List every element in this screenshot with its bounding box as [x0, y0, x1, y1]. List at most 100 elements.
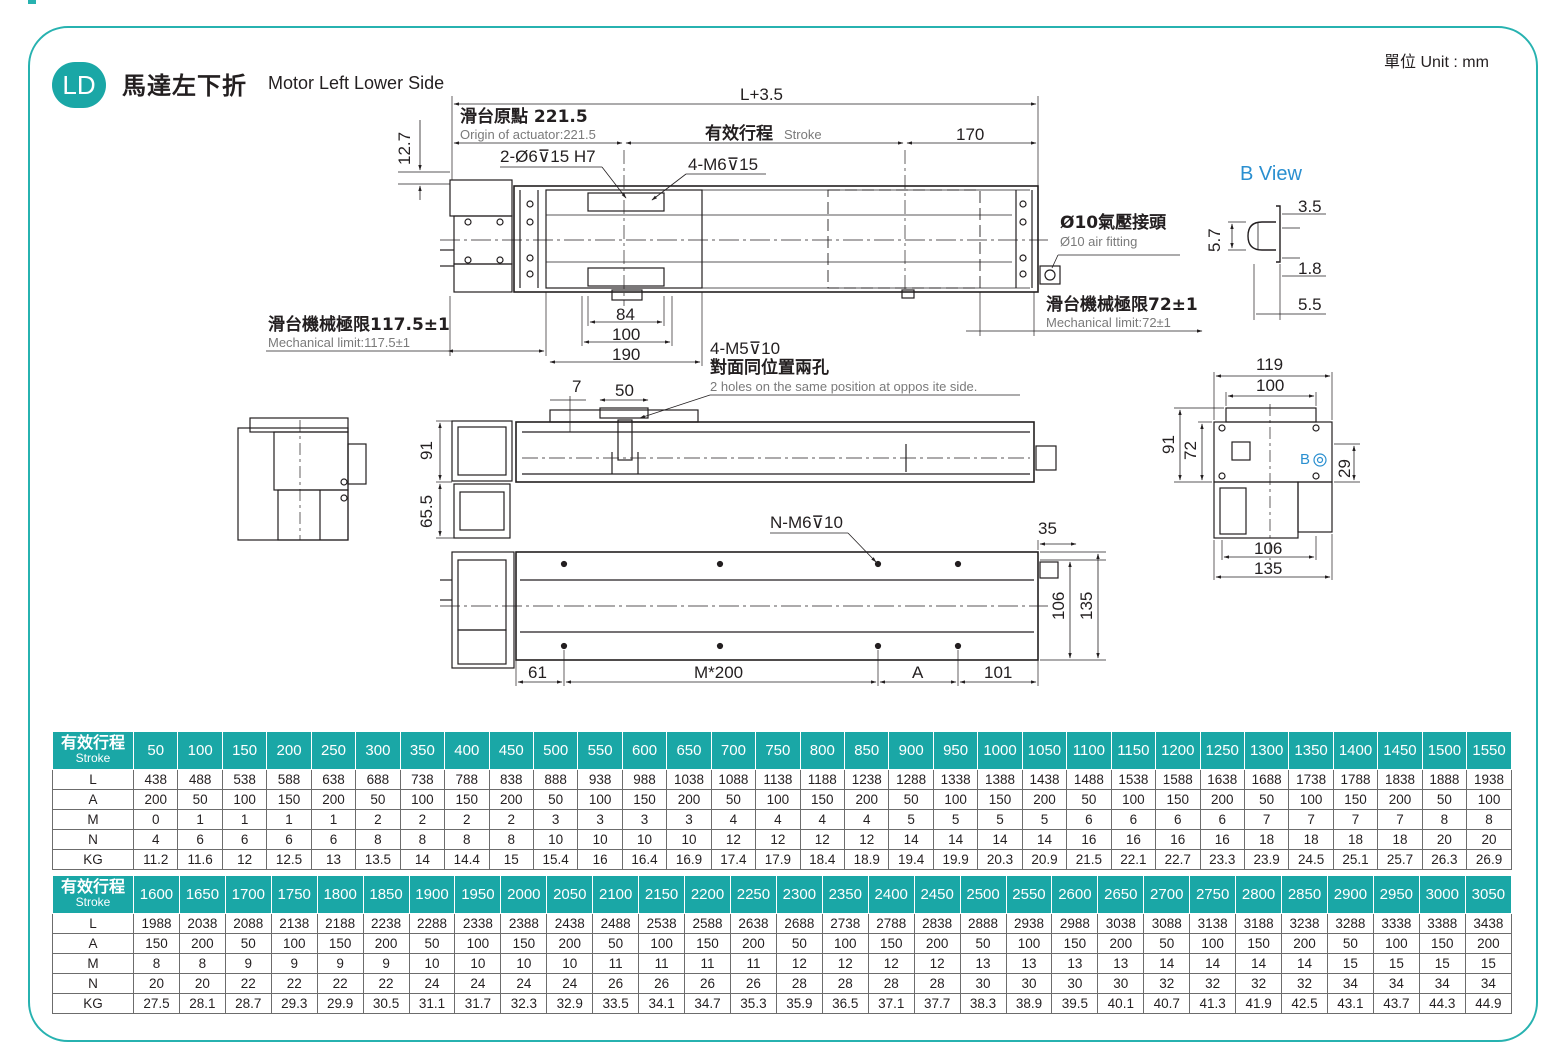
table-cell: 8 — [355, 829, 401, 850]
table-cell: 1 — [310, 809, 357, 830]
table-cell: 7 — [1288, 809, 1334, 830]
table-cell: 50 — [408, 933, 456, 954]
table-cell: 150 — [1332, 789, 1379, 810]
table-cell: 41.3 — [1189, 993, 1237, 1014]
table-cell: 13 — [310, 849, 357, 870]
fitting-label-en: Ø10 air fitting — [1060, 234, 1137, 249]
mech117-label-zh: 滑台機械極限117.5±1 — [268, 314, 450, 335]
table-cell: 2388 — [500, 913, 548, 934]
stroke-value-cell: 850 — [843, 732, 890, 770]
table-cell: 43.1 — [1326, 993, 1374, 1014]
table-cell: 200 — [1097, 933, 1145, 954]
table-cell: 2838 — [913, 913, 961, 934]
table-cell: 34.7 — [684, 993, 731, 1014]
row-label: A — [52, 789, 134, 810]
stroke-value-cell: 750 — [755, 732, 801, 770]
table-cell: 18.4 — [799, 849, 846, 870]
table-cell: 28 — [821, 973, 869, 994]
stroke-value-cell: 2400 — [867, 876, 915, 914]
row-label: N — [52, 829, 134, 850]
table-cell: 14 — [1189, 953, 1237, 974]
dim-100: 100 — [612, 325, 640, 344]
table-cell: 888 — [532, 769, 579, 790]
table-cell: 1438 — [1021, 769, 1068, 790]
table-cell: 24 — [454, 973, 502, 994]
table-cell: 150 — [867, 933, 915, 954]
stroke-value-cell: 700 — [710, 732, 757, 770]
table-cell: 10 — [577, 829, 623, 850]
stroke-value-cell: 600 — [621, 732, 668, 770]
table-cell: 2988 — [1051, 913, 1099, 934]
row-label: KG — [52, 993, 134, 1014]
stroke-label-en: Stroke — [75, 894, 111, 909]
table-cell: 3 — [577, 809, 623, 830]
table-cell: 8 — [1421, 809, 1468, 830]
end-view-housing — [237, 427, 349, 541]
table-cell: 37.7 — [913, 993, 961, 1014]
stroke-value-cell: 100 — [177, 732, 223, 770]
dim-35: 35 — [1038, 519, 1057, 538]
table-cell: 838 — [488, 769, 534, 790]
table-cell: 1988 — [133, 913, 180, 934]
table-cell: 12 — [221, 849, 268, 870]
table-cell: 200 — [1199, 789, 1245, 810]
stroke-value-cell: 1600 — [133, 876, 180, 914]
stroke-value-cell: 2150 — [638, 876, 686, 914]
table-cell: 4 — [710, 809, 757, 830]
stroke-label-en: Stroke — [75, 750, 111, 765]
table-cell: 50 — [355, 789, 401, 810]
table-cell: 18 — [1243, 829, 1290, 850]
table-cell: 34 — [1464, 973, 1513, 994]
stroke-end-outline — [827, 189, 981, 289]
content-frame — [28, 26, 1538, 1042]
stroke-value-cell: 2300 — [775, 876, 823, 914]
table-cell: 11 — [638, 953, 686, 974]
stroke-value-cell: 1450 — [1377, 732, 1423, 770]
stroke-value-cell: 1300 — [1243, 732, 1290, 770]
table-cell: 12 — [775, 953, 823, 974]
table-cell: 22 — [224, 973, 272, 994]
table-cell: 44.3 — [1418, 993, 1466, 1014]
table-cell: 16.4 — [621, 849, 668, 870]
table-cell: 22 — [270, 973, 318, 994]
table-cell: 21.5 — [1066, 849, 1112, 870]
table-cell: 200 — [1464, 933, 1513, 954]
stroke-value-cell: 2050 — [546, 876, 594, 914]
table-cell: 1188 — [799, 769, 846, 790]
stroke-value-cell: 400 — [444, 732, 490, 770]
table-cell: 32 — [1235, 973, 1283, 994]
table-cell: 30 — [1097, 973, 1145, 994]
stroke-value-cell: 1550 — [1466, 732, 1512, 770]
table-cell: 1 — [266, 809, 312, 830]
table-cell: 100 — [221, 789, 268, 810]
stroke-value-cell: 1000 — [977, 732, 1023, 770]
table-cell: 2438 — [546, 913, 594, 934]
dim-m200: M*200 — [694, 663, 743, 682]
stroke-value-cell: 2100 — [592, 876, 640, 914]
unit-label: 單位 Unit : mm — [1384, 54, 1489, 71]
table-cell: 4 — [755, 809, 801, 830]
stroke-value-cell: 800 — [799, 732, 846, 770]
table-cell: 150 — [316, 933, 364, 954]
table-cell: 150 — [500, 933, 548, 954]
table-cell: 28 — [775, 973, 823, 994]
dim-190: 190 — [612, 345, 640, 364]
table-cell: 13 — [1005, 953, 1053, 974]
table-cell: 26 — [684, 973, 731, 994]
table-cell: 13.5 — [355, 849, 401, 870]
table-cell: 14.4 — [444, 849, 490, 870]
table-cell: 150 — [977, 789, 1023, 810]
table-cell: 39.5 — [1051, 993, 1099, 1014]
side-72: 72 — [1181, 441, 1200, 460]
table-cell: 35.3 — [729, 993, 777, 1014]
table-cell: 18.9 — [843, 849, 890, 870]
table-cell: 4 — [132, 829, 179, 850]
dim-7: 7 — [572, 377, 581, 396]
table-cell: 100 — [821, 933, 869, 954]
table-cell: 42.5 — [1281, 993, 1328, 1014]
stroke-label-zh: 有效行程 — [60, 734, 125, 752]
table-cell: 9 — [362, 953, 410, 974]
slider-clamp-top — [587, 192, 665, 212]
